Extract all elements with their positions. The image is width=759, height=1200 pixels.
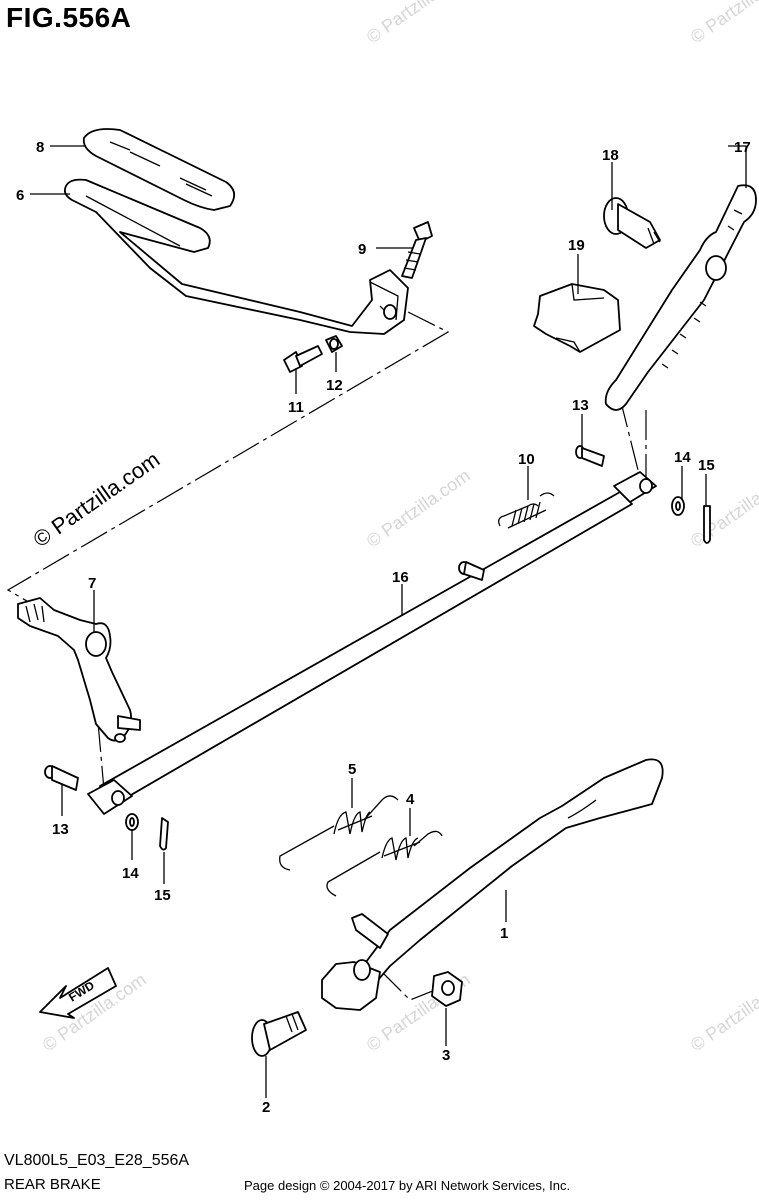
callout-5[interactable]: 5	[348, 761, 356, 778]
callout-1[interactable]: 1	[500, 925, 508, 942]
part-3-nut[interactable]	[431, 971, 463, 1007]
callout-13-lower[interactable]: 13	[52, 821, 69, 838]
callout-16[interactable]: 16	[392, 569, 409, 586]
diagram-name: REAR BRAKE	[4, 1176, 101, 1193]
leader-lines	[30, 145, 747, 1098]
diagram-code: VL800L5_E03_E28_556A	[4, 1152, 190, 1169]
page-credit: Page design © 2004-2017 by ARI Network S…	[244, 1178, 571, 1193]
part-13-pin-lower[interactable]	[44, 765, 79, 791]
callout-7[interactable]: 7	[88, 575, 96, 592]
callout-14-upper[interactable]: 14	[674, 449, 691, 466]
part-7-lever[interactable]	[17, 597, 141, 743]
part-2-bolt[interactable]	[251, 1011, 307, 1057]
part-15-cotter-pin-upper[interactable]	[703, 505, 711, 544]
callout-8[interactable]: 8	[36, 139, 44, 156]
part-11-bolt[interactable]	[283, 345, 323, 373]
part-8-pedal-rubber[interactable]	[82, 128, 236, 211]
callout-15-upper[interactable]: 15	[698, 457, 715, 474]
callout-4[interactable]: 4	[406, 791, 415, 808]
callout-9[interactable]: 9	[358, 241, 366, 258]
callout-3[interactable]: 3	[442, 1047, 450, 1064]
pin-center[interactable]	[458, 561, 485, 581]
figure-title: FIG.556A	[6, 2, 132, 33]
callout-13-upper[interactable]: 13	[572, 397, 589, 414]
part-1-side-stand[interactable]	[321, 758, 664, 1011]
part-13-pin-upper[interactable]	[575, 445, 605, 467]
callout-numbers: 8 6 9 11 12 18 19 17 13 10 14 15 16 7 13…	[16, 139, 751, 1116]
part-17-arm[interactable]	[604, 184, 757, 411]
part-18-pin[interactable]	[603, 197, 661, 249]
callout-12[interactable]: 12	[326, 377, 343, 394]
callout-6[interactable]: 6	[16, 187, 24, 204]
watermark: © Partzilla.com	[687, 969, 759, 1055]
callout-15-lower[interactable]: 15	[154, 887, 171, 904]
assembly-lines	[6, 311, 647, 1001]
callout-17[interactable]: 17	[734, 139, 751, 156]
callout-11[interactable]: 11	[288, 399, 304, 416]
watermark: © Partzilla.com	[363, 465, 474, 551]
watermark-main: © Partzilla.com	[29, 447, 165, 553]
part-12-nut[interactable]	[325, 335, 343, 353]
watermark: © Partzilla.com	[687, 465, 759, 551]
part-5-spring[interactable]	[279, 795, 399, 871]
part-15-cotter-pin-lower[interactable]	[159, 817, 169, 851]
callout-10[interactable]: 10	[518, 451, 535, 468]
watermark: © Partzilla.com	[363, 0, 474, 47]
callout-14-lower[interactable]: 14	[122, 865, 139, 882]
callout-2[interactable]: 2	[262, 1099, 270, 1116]
part-16-rod[interactable]	[87, 471, 657, 815]
part-14-washer-upper[interactable]	[671, 496, 685, 516]
forward-direction-arrow: FWD	[39, 967, 117, 1019]
part-6-brake-pedal[interactable]	[63, 178, 409, 335]
callout-19[interactable]: 19	[568, 237, 585, 254]
part-19-cover[interactable]	[533, 283, 621, 353]
part-14-washer-lower[interactable]	[125, 813, 139, 831]
part-10-spring[interactable]	[498, 492, 555, 529]
callout-18[interactable]: 18	[602, 147, 619, 164]
part-9-bolt[interactable]	[401, 221, 433, 279]
watermark: © Partzilla.com	[687, 0, 759, 47]
part-4-spring[interactable]	[326, 830, 443, 897]
